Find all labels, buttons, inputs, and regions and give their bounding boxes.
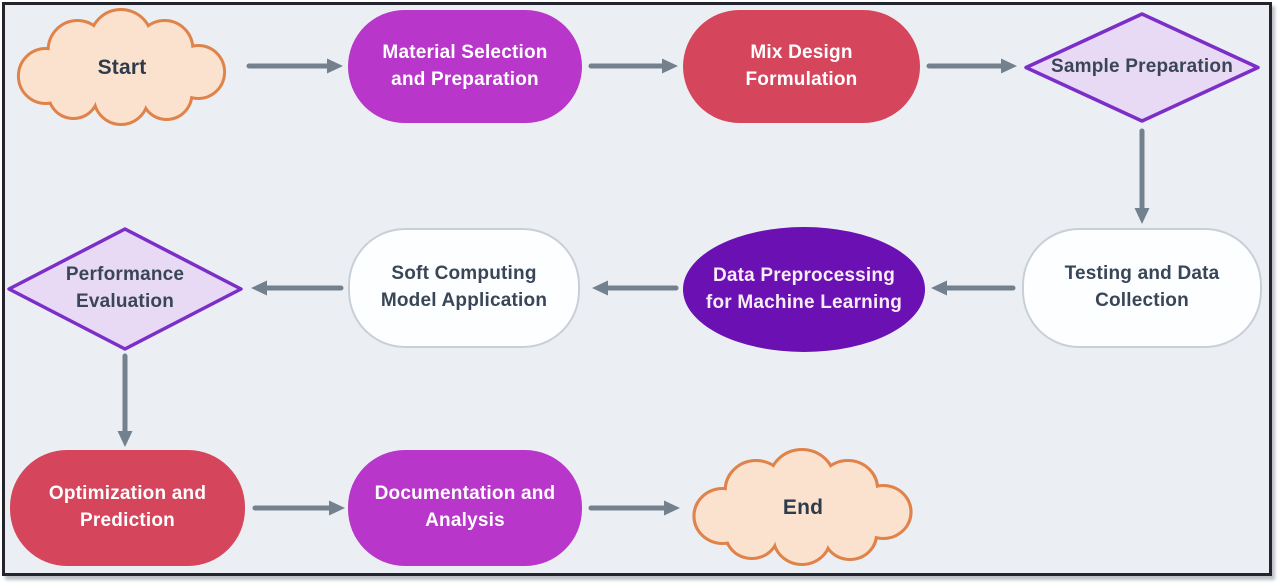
- node-mix-design: Mix Design Formulation: [683, 10, 920, 123]
- node-data-preprocessing: Data Preprocessing for Machine Learning: [683, 227, 925, 352]
- node-optimization-prediction: Optimization and Prediction: [10, 450, 245, 566]
- node-label-sample-preparation: Sample Preparation: [1050, 56, 1234, 78]
- node-material-selection: Material Selection and Preparation: [348, 10, 582, 123]
- node-label-documentation-analysis: Documentation and Analysis: [374, 483, 556, 531]
- node-testing-data-collection: Testing and Data Collection: [1022, 228, 1262, 348]
- node-label-performance-evaluation: Performance Evaluation: [65, 264, 185, 312]
- node-end: End: [683, 448, 923, 568]
- node-soft-computing: Soft Computing Model Application: [348, 228, 580, 348]
- node-start: Start: [8, 8, 236, 128]
- node-performance-evaluation: Performance Evaluation: [5, 226, 245, 352]
- diamond-shape: [1024, 12, 1260, 123]
- node-label-data-preprocessing: Data Preprocessing for Machine Learning: [705, 264, 903, 313]
- node-label-soft-computing: Soft Computing Model Application: [380, 263, 548, 311]
- node-label-material-selection: Material Selection and Preparation: [382, 41, 548, 90]
- node-label-start: Start: [97, 56, 147, 80]
- node-label-testing-data-collection: Testing and Data Collection: [1064, 263, 1220, 311]
- node-label-mix-design: Mix Design Formulation: [745, 41, 858, 90]
- cloud-shape: [692, 448, 913, 566]
- diamond-shape: [7, 227, 243, 351]
- cloud-shape: [16, 8, 227, 126]
- node-label-optimization-prediction: Optimization and Prediction: [48, 483, 207, 531]
- node-sample-preparation: Sample Preparation: [1022, 11, 1262, 124]
- node-documentation-analysis: Documentation and Analysis: [348, 450, 582, 566]
- node-label-end: End: [782, 496, 824, 520]
